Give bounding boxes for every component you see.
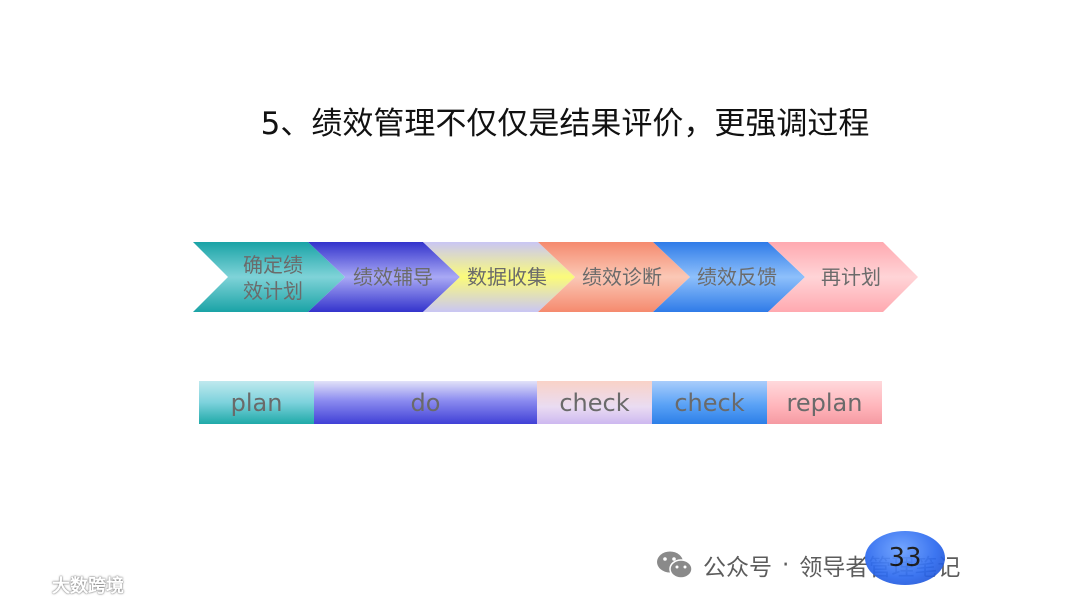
step-label-1-line2: 效计划 [243, 279, 303, 303]
phase-replan: replan [767, 381, 882, 424]
step-chevron-2 [308, 242, 460, 312]
step-label-1: 确定绩 效计划 [228, 252, 318, 304]
watermark-text: 大数跨境 [52, 576, 124, 597]
footer-source-label: 公众号 [703, 555, 772, 581]
watermark-logo-icon [10, 576, 47, 594]
phase-do: do [314, 381, 537, 424]
phase-check-1: check [537, 381, 652, 424]
step-label-4: 绩效诊断 [582, 265, 662, 289]
wechat-icon [657, 551, 693, 579]
phase-check-2: check [652, 381, 767, 424]
page-number: 33 [888, 543, 922, 573]
watermark: 大数跨境 [10, 572, 124, 598]
step-chevron-1 [193, 242, 345, 312]
step-label-1-line1: 确定绩 [243, 253, 303, 277]
step-label-2: 绩效辅导 [353, 265, 433, 289]
step-label-6: 再计划 [821, 265, 881, 289]
footer-separator: · [782, 552, 790, 578]
step-label-3: 数据收集 [467, 265, 547, 289]
step-chevron-3 [423, 242, 575, 312]
slide-title: 5、绩效管理不仅仅是结果评价，更强调过程 [260, 106, 870, 142]
step-chevron-6 [768, 242, 918, 312]
step-label-5: 绩效反馈 [697, 265, 777, 289]
page-number-badge: 33 [865, 531, 945, 585]
step-chevron-4 [538, 242, 690, 312]
phase-plan: plan [199, 381, 314, 424]
step-chevron-5 [653, 242, 805, 312]
